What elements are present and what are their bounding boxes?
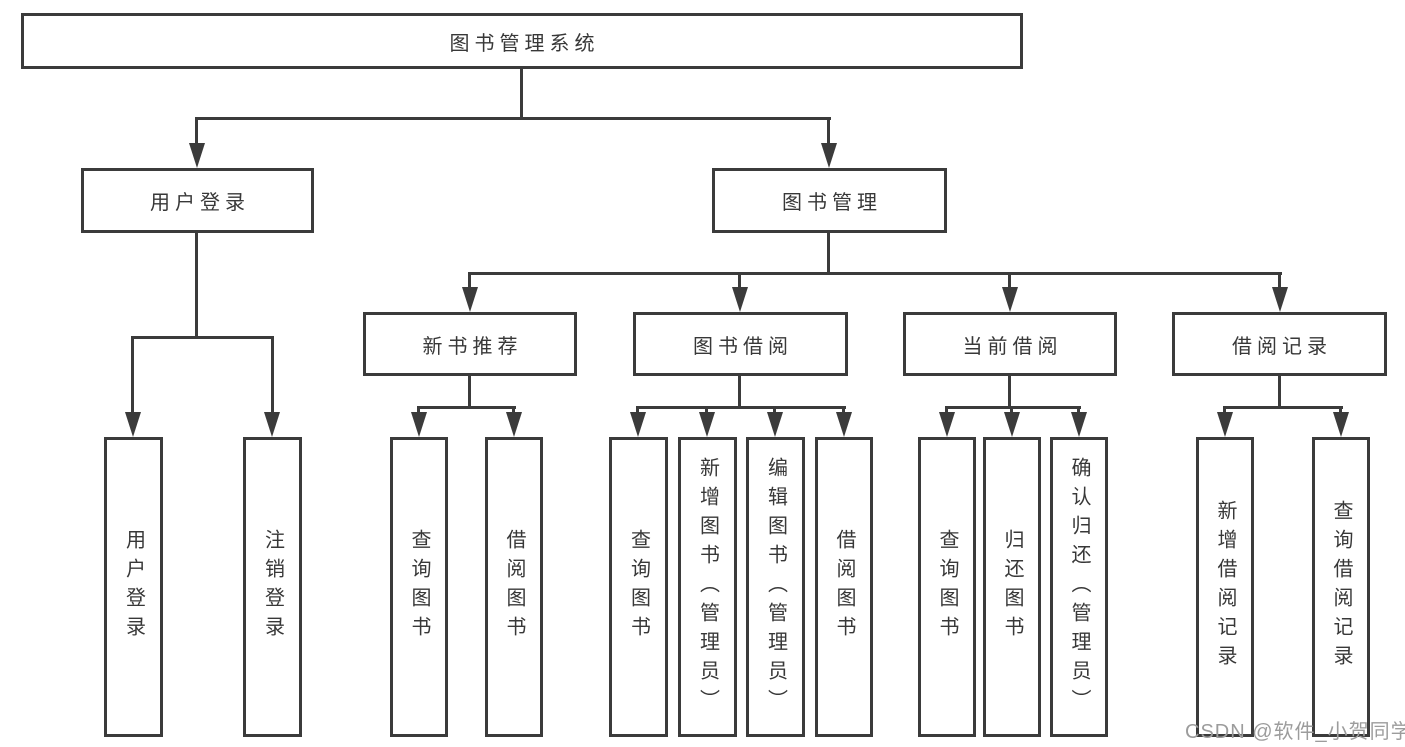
connector-line [1223, 406, 1226, 416]
csdn-watermark: CSDN @软件_小贺同学 [1185, 721, 1405, 743]
leaf-label: 新增图书（管理员） [696, 456, 719, 718]
node-book-borrowing: 图书借阅 [633, 312, 848, 376]
connector-line [468, 272, 1282, 275]
connector-line [131, 336, 134, 416]
connector-line [417, 406, 516, 409]
node-new-book-recommendation: 新书推荐 [363, 312, 577, 376]
leaf-label: 借阅图书 [833, 529, 855, 645]
node-label: 图书管理 [782, 192, 882, 214]
leaf-label: 借阅图书 [503, 529, 525, 645]
leaf-edit-books-admin: 编辑图书（管理员） [746, 437, 805, 737]
connector-line [1278, 272, 1281, 290]
connector-line [468, 376, 471, 409]
connector-line [1223, 406, 1343, 409]
connector-line [945, 406, 1081, 409]
node-label: 新书推荐 [422, 335, 523, 358]
arrow-down-icon [836, 412, 852, 437]
connector-line [738, 376, 741, 409]
leaf-add-borrow-record: 新增借阅记录 [1196, 437, 1254, 737]
node-library-management-system: 图书管理系统 [21, 13, 1023, 69]
connector-line [271, 336, 274, 416]
leaf-label: 确认归还（管理员） [1068, 456, 1090, 718]
leaf-label: 编辑图书（管理员） [764, 456, 787, 718]
node-book-management: 图书管理 [712, 168, 947, 233]
connector-line [842, 406, 845, 416]
arrow-down-icon [125, 412, 141, 437]
connector-line [195, 117, 831, 120]
arrow-down-icon [189, 143, 205, 168]
leaf-query-books-borrowing: 查询图书 [609, 437, 668, 737]
connector-line [468, 272, 471, 290]
connector-line [520, 69, 523, 120]
arrow-down-icon [1002, 287, 1018, 312]
arrow-down-icon [767, 412, 783, 437]
arrow-down-icon [939, 412, 955, 437]
arrow-down-icon [411, 412, 427, 437]
connector-line [512, 406, 515, 416]
connector-line [945, 406, 948, 416]
leaf-return-books: 归还图书 [983, 437, 1041, 737]
leaf-user-login: 用户登录 [104, 437, 163, 737]
arrow-down-icon [506, 412, 522, 437]
connector-line [1077, 406, 1080, 416]
connector-line [195, 233, 198, 339]
arrow-down-icon [821, 143, 837, 168]
connector-line [827, 117, 830, 145]
node-label: 借阅记录 [1232, 335, 1332, 358]
node-label: 当前借阅 [962, 335, 1063, 358]
arrow-down-icon [462, 287, 478, 312]
leaf-label: 用户登录 [122, 529, 145, 645]
connector-line [131, 336, 274, 339]
leaf-add-books-admin: 新增图书（管理员） [678, 437, 737, 737]
node-label: 图书借阅 [693, 335, 793, 358]
arrow-down-icon [1333, 412, 1349, 437]
connector-line [738, 272, 741, 290]
leaf-logout: 注销登录 [243, 437, 302, 737]
leaf-label: 查询借阅记录 [1330, 500, 1352, 674]
connector-line [773, 406, 776, 416]
leaf-borrow-books: 借阅图书 [815, 437, 873, 737]
leaf-query-borrow-record: 查询借阅记录 [1312, 437, 1370, 737]
arrow-down-icon [732, 287, 748, 312]
node-current-borrowing: 当前借阅 [903, 312, 1117, 376]
leaf-label: 归还图书 [1001, 529, 1023, 645]
arrow-down-icon [1071, 412, 1087, 437]
leaf-label: 查询图书 [627, 529, 650, 645]
leaf-label: 查询图书 [408, 529, 430, 645]
connector-line [1339, 406, 1342, 416]
leaf-query-books-current: 查询图书 [918, 437, 976, 737]
leaf-label: 注销登录 [261, 529, 284, 645]
arrow-down-icon [699, 412, 715, 437]
node-label: 图书管理系统 [449, 32, 600, 55]
connector-line [636, 406, 639, 416]
arrow-down-icon [264, 412, 280, 437]
leaf-borrow-books-recommend: 借阅图书 [485, 437, 543, 737]
arrow-down-icon [630, 412, 646, 437]
node-label: 用户登录 [150, 192, 250, 214]
connector-line [827, 233, 830, 275]
leaf-label: 新增借阅记录 [1214, 500, 1236, 674]
connector-line [1010, 406, 1013, 416]
arrow-down-icon [1004, 412, 1020, 437]
node-user-login: 用户登录 [81, 168, 314, 233]
connector-line [417, 406, 420, 416]
connector-line [1008, 376, 1011, 409]
node-borrowing-records: 借阅记录 [1172, 312, 1387, 376]
connector-line [195, 117, 198, 145]
connector-line [1278, 376, 1281, 409]
leaf-confirm-return-admin: 确认归还（管理员） [1050, 437, 1108, 737]
arrow-down-icon [1272, 287, 1288, 312]
leaf-label: 查询图书 [936, 529, 958, 645]
arrow-down-icon [1217, 412, 1233, 437]
connector-line [1008, 272, 1011, 290]
connector-line [705, 406, 708, 416]
leaf-query-books-recommend: 查询图书 [390, 437, 448, 737]
connector-line [636, 406, 846, 409]
